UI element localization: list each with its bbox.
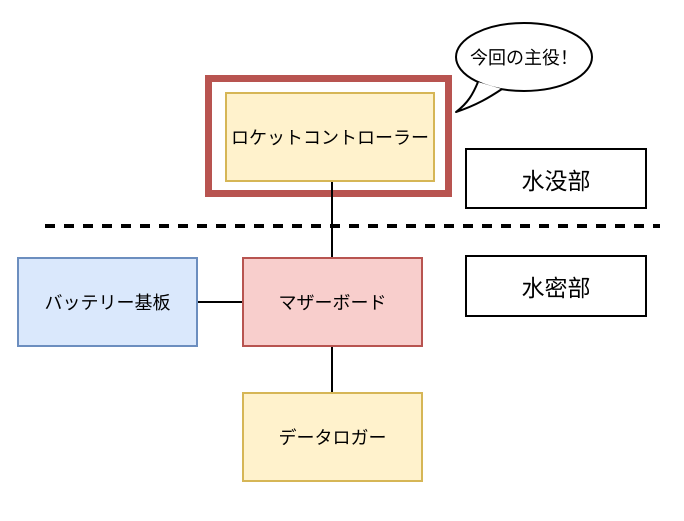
- node-battery-board-label: バッテリー基板: [44, 293, 171, 313]
- node-data-logger: データロガー: [242, 392, 423, 482]
- node-battery-board: バッテリー基板: [17, 257, 198, 347]
- node-rocket-controller-label: ロケットコントローラー: [231, 128, 429, 148]
- speech-bubble-label: 今回の主役！: [470, 48, 578, 68]
- node-rocket-controller: ロケットコントローラー: [225, 92, 435, 182]
- zone-submerged-label: 水没部: [521, 167, 591, 194]
- zone-watertight-label: 水密部: [521, 275, 591, 301]
- node-motherboard-label: マザーボード: [278, 293, 387, 313]
- node-motherboard: マザーボード: [242, 257, 423, 347]
- node-data-logger-label: データロガー: [278, 428, 387, 448]
- zone-submerged-box: 水没部: [465, 148, 647, 209]
- zone-watertight-box: 水密部: [465, 255, 647, 317]
